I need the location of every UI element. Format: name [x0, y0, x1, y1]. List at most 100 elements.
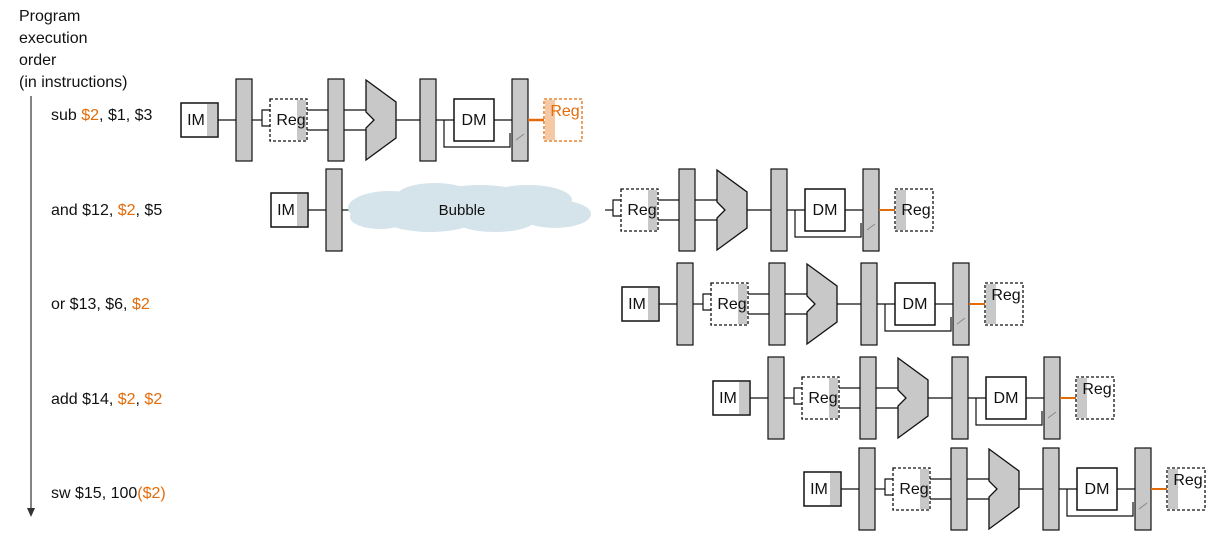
reg-write-label: Reg [991, 287, 1020, 304]
instruction-text: and $12, [51, 202, 118, 219]
alu-shape [716, 168, 748, 252]
pipeline-row: IM Bubble [270, 168, 591, 252]
dm-block [1076, 467, 1118, 511]
alu-shape [897, 356, 929, 440]
dm-block [804, 188, 846, 232]
instruction-label: and $12, $2, $5 [51, 202, 162, 220]
bubble-cloud [348, 183, 591, 232]
reg-read-shade [648, 190, 657, 230]
reg-read-label: Reg [276, 112, 305, 129]
reg-read-shade [920, 469, 929, 509]
instruction-label: sub $2, $1, $3 [51, 107, 152, 125]
pipeline-register [1134, 447, 1152, 531]
reg-write-label: Reg [1173, 472, 1202, 489]
dm-label: DM [903, 296, 928, 313]
wire [261, 120, 270, 127]
reg-write-shade [1077, 378, 1087, 418]
bubble-cloud-part [455, 208, 535, 232]
alu-shape [806, 262, 838, 346]
instruction-text: or $13, $6, [51, 296, 132, 313]
mux-tick [866, 223, 876, 231]
wire [884, 489, 893, 496]
reg-write-label: Reg [1082, 381, 1111, 398]
wire [702, 293, 711, 304]
dm-block [453, 98, 495, 142]
bubble-label: Bubble [439, 202, 486, 219]
dm-block [985, 376, 1027, 420]
reg-read-shade [297, 100, 306, 140]
instruction-label: or $13, $6, $2 [51, 296, 150, 314]
axis-title-line: (in instructions) [19, 74, 128, 91]
reg-write-shade [545, 100, 555, 140]
bubble-cloud-part [519, 200, 591, 228]
bypass-wire [794, 210, 862, 238]
pipeline-register [325, 168, 343, 252]
register-highlight: $2 [81, 107, 100, 124]
pipeline-register [1043, 356, 1061, 440]
axis-title-line: order [19, 52, 57, 69]
im-label: IM [277, 202, 295, 219]
pipeline-register [235, 78, 253, 162]
instruction-text: sw $15, 100 [51, 485, 138, 502]
pipeline-register [419, 78, 437, 162]
pipeline-register [678, 168, 696, 252]
order-axis-arrowhead [27, 508, 35, 517]
pipeline-register [676, 262, 694, 346]
bypass-wire [443, 120, 511, 148]
dm-block [894, 282, 936, 326]
bubble-cloud-part [350, 205, 410, 229]
reg-read-label: Reg [808, 390, 837, 407]
mux-tick [515, 133, 525, 141]
pipeline-register [950, 447, 968, 531]
im-shade [207, 104, 217, 136]
wire [884, 478, 893, 489]
reg-write-shade [896, 190, 906, 230]
register-highlight: $2 [117, 391, 136, 408]
bypass-wire [975, 398, 1043, 426]
alu-shape [988, 447, 1020, 531]
wire [702, 304, 711, 311]
im-label: IM [187, 112, 205, 129]
pipeline-register [860, 262, 878, 346]
instruction-text: sub [51, 107, 82, 124]
wire [793, 387, 802, 398]
mux-tick [1138, 502, 1148, 510]
reg-write-shade [1168, 469, 1178, 509]
axis-title: Program execution order (in instructions… [19, 6, 127, 94]
dm-label: DM [994, 390, 1019, 407]
register-highlight: $2 [144, 391, 163, 408]
pipeline-register [327, 78, 345, 162]
register-highlight: $2 [131, 296, 150, 313]
axis-title-line: Program [19, 8, 81, 25]
reg-write-label: Reg [550, 103, 579, 120]
reg-read-shade [738, 284, 747, 324]
im-shade [739, 382, 749, 414]
pipeline-register [511, 78, 529, 162]
instruction-label: sw $15, 100($2) [51, 485, 166, 503]
pipeline-register [859, 356, 877, 440]
mux-tick [956, 317, 966, 325]
register-highlight: ($2) [137, 485, 166, 502]
reg-write-label: Reg [901, 202, 930, 219]
reg-write-shade [986, 284, 996, 324]
mux-tick [1047, 411, 1057, 419]
bypass-wire [884, 304, 952, 332]
dm-label: DM [462, 112, 487, 129]
pipeline-register [1042, 447, 1060, 531]
im-shade [648, 288, 658, 320]
dm-label: DM [813, 202, 838, 219]
wire [612, 210, 621, 217]
instruction-label: add $14, $2, $2 [51, 391, 162, 409]
pipeline-register [767, 356, 785, 440]
im-shade [297, 194, 307, 226]
register-highlight: $2 [117, 202, 136, 219]
instruction-text: add $14, [51, 391, 118, 408]
im-shade [830, 473, 840, 505]
bypass-wire [1066, 489, 1134, 517]
